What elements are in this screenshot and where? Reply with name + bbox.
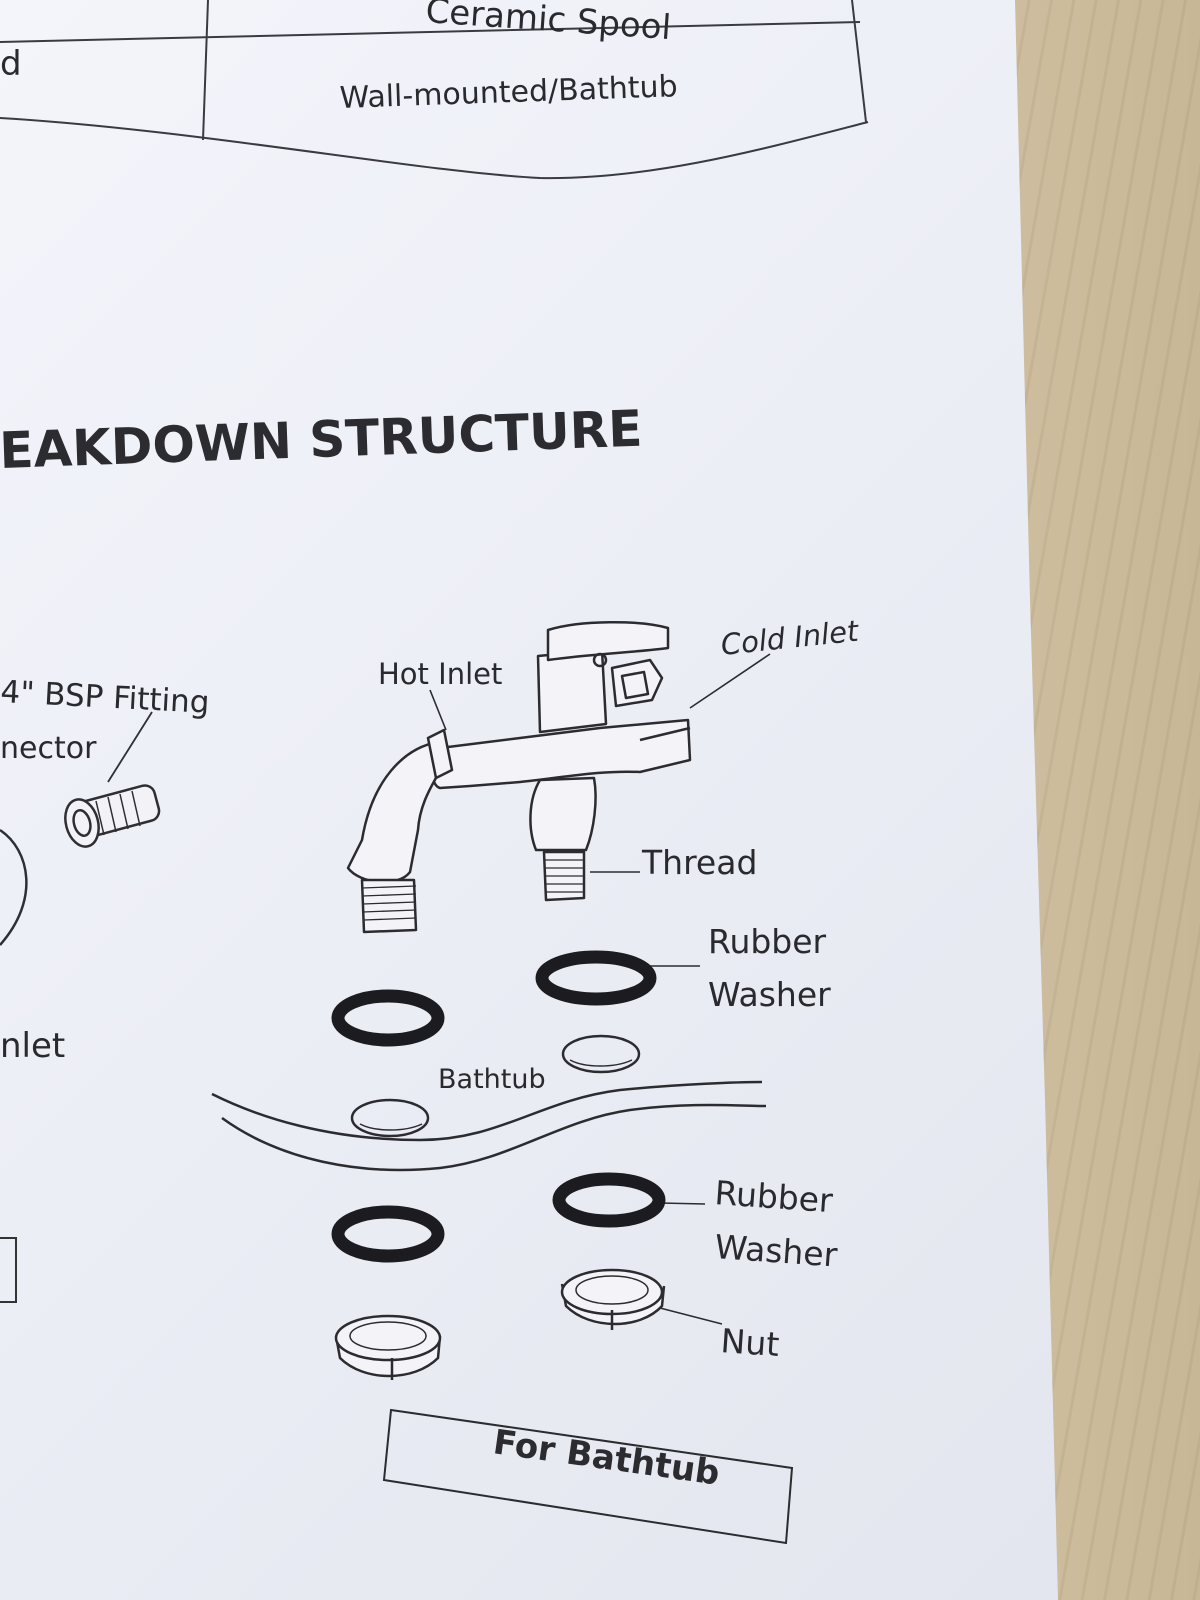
label-rubber-washer-lower-2: Washer	[713, 1227, 839, 1274]
rubber-washer-right-lower	[552, 1172, 666, 1228]
rubber-washer-left-lower	[331, 1205, 445, 1263]
box-fragment	[0, 1237, 17, 1303]
label-connector: nector	[0, 731, 97, 766]
label-hot-inlet: Hot Inlet	[378, 657, 502, 691]
label-inlet-left: nlet	[0, 1026, 65, 1066]
spec-table	[0, 0, 869, 180]
label-thread: Thread	[641, 843, 757, 882]
rubber-washers	[331, 950, 666, 1263]
hose-fragment-drawing	[0, 828, 28, 946]
label-rubber-washer-upper-1: Rubber	[708, 922, 827, 961]
label-rubber-washer-upper-2: Washer	[708, 975, 831, 1014]
label-cold-inlet: Cold Inlet	[719, 614, 861, 662]
label-rubber-washer-lower-1: Rubber	[713, 1173, 834, 1220]
rubber-washer-left-upper	[331, 989, 445, 1047]
nut-left	[334, 1314, 442, 1380]
bsp-connector-drawing	[64, 711, 161, 848]
spec-row2-value: Wall-mounted/Bathtub	[339, 69, 678, 116]
caption-for-bathtub: For Bathtub	[491, 1422, 722, 1493]
caption-box: For Bathtub	[382, 1408, 794, 1545]
faucet-drawing	[346, 621, 692, 934]
nuts	[334, 1268, 666, 1380]
spec-row1-value: Ceramic Spool	[424, 0, 672, 48]
section-title: EAKDOWN STRUCTURE	[0, 400, 643, 480]
rubber-washer-right-upper	[535, 950, 657, 1006]
spec-row2-label: d	[0, 44, 22, 84]
leader-lines	[429, 653, 771, 1325]
label-bathtub: Bathtub	[438, 1064, 546, 1095]
nut-right	[560, 1268, 666, 1330]
label-nut: Nut	[719, 1321, 780, 1364]
bathtub-drawing	[211, 1034, 767, 1172]
label-bsp-fitting: 4" BSP Fitting	[0, 674, 210, 721]
